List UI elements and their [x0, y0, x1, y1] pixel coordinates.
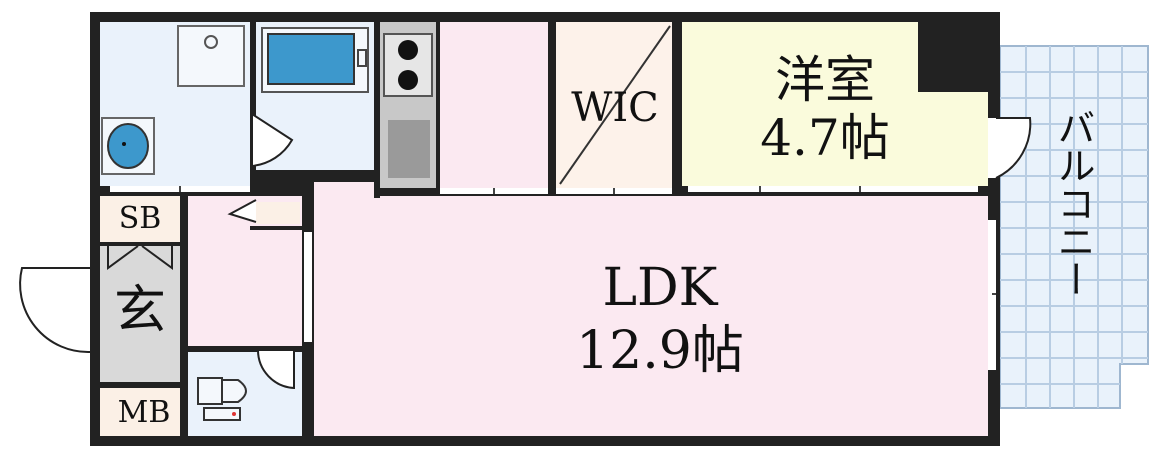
ldk-label: LDK — [602, 258, 718, 318]
sb-closet — [100, 196, 180, 242]
sb-label: SB — [118, 201, 162, 236]
wic-diagonal — [559, 25, 671, 185]
opening-ticks — [179, 186, 996, 295]
balcony-grid — [1000, 46, 1148, 408]
wic-label: WIC — [571, 85, 659, 131]
toilet-fixture — [197, 377, 247, 421]
ldk-room — [314, 196, 988, 436]
western-room-size: 4.7帖 — [760, 109, 890, 167]
washbasin — [101, 117, 155, 175]
bathtub — [261, 27, 369, 93]
doors — [19, 112, 1032, 390]
western-pillar-right — [918, 22, 988, 92]
stove — [383, 33, 433, 97]
kitchen-area — [440, 22, 548, 188]
mb-closet — [100, 388, 180, 436]
ldk-size: 12.9帖 — [576, 321, 744, 381]
western-room-label: 洋室 — [775, 51, 875, 109]
balcony-label: バルコニー — [1051, 108, 1095, 298]
mb-label: MB — [117, 395, 171, 430]
hall-shelf — [256, 202, 300, 224]
entrance-room — [100, 244, 180, 382]
entrance-label: 玄 — [113, 281, 166, 341]
shower-pan — [177, 25, 245, 87]
kitchen-sink — [388, 120, 430, 178]
ldk-kitchen-link — [314, 182, 380, 198]
